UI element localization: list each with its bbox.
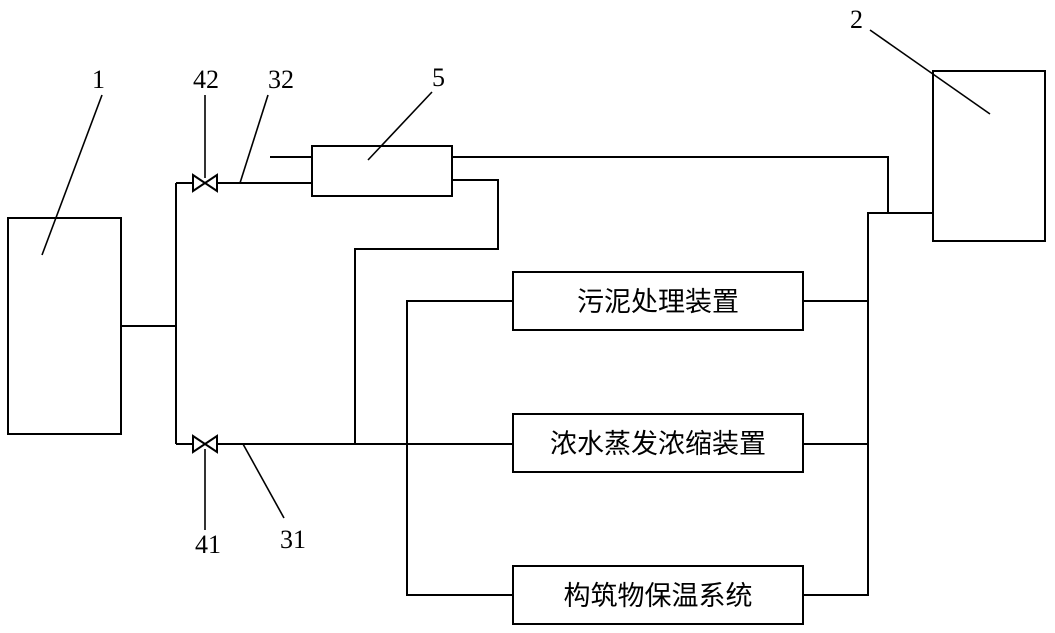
tank-1-ref: 1 bbox=[92, 65, 105, 94]
valve-41-ref: 41 bbox=[195, 530, 221, 559]
exchanger-5-ref: 5 bbox=[432, 63, 445, 92]
brine-evaporation-label: 浓水蒸发浓缩装置 bbox=[550, 429, 766, 460]
tank-2-box bbox=[932, 70, 1046, 242]
valve-42-ref: 42 bbox=[193, 65, 219, 94]
tank-1-box bbox=[7, 217, 122, 435]
tank-2-ref: 2 bbox=[850, 5, 863, 34]
exchanger-5-leader bbox=[367, 91, 433, 161]
valve-42 bbox=[192, 173, 218, 193]
exchanger-return-pipe bbox=[354, 179, 499, 444]
supply-bus bbox=[406, 300, 513, 596]
pipe-31-ref: 31 bbox=[280, 525, 306, 554]
pipe-31-leader bbox=[242, 443, 285, 519]
structure-insulation-label: 构筑物保温系统 bbox=[564, 581, 753, 612]
exchanger-to-tank-2-pipe bbox=[452, 156, 889, 213]
return-bus bbox=[803, 212, 933, 596]
pipe-32-leader bbox=[239, 94, 269, 184]
exchanger-5-box bbox=[311, 145, 453, 197]
tank-2-leader bbox=[869, 29, 991, 115]
pipe-32-ref: 32 bbox=[268, 65, 294, 94]
valve-41 bbox=[192, 434, 218, 454]
tank-1-leader bbox=[41, 94, 103, 256]
sludge-treatment-label: 污泥处理装置 bbox=[577, 287, 739, 318]
